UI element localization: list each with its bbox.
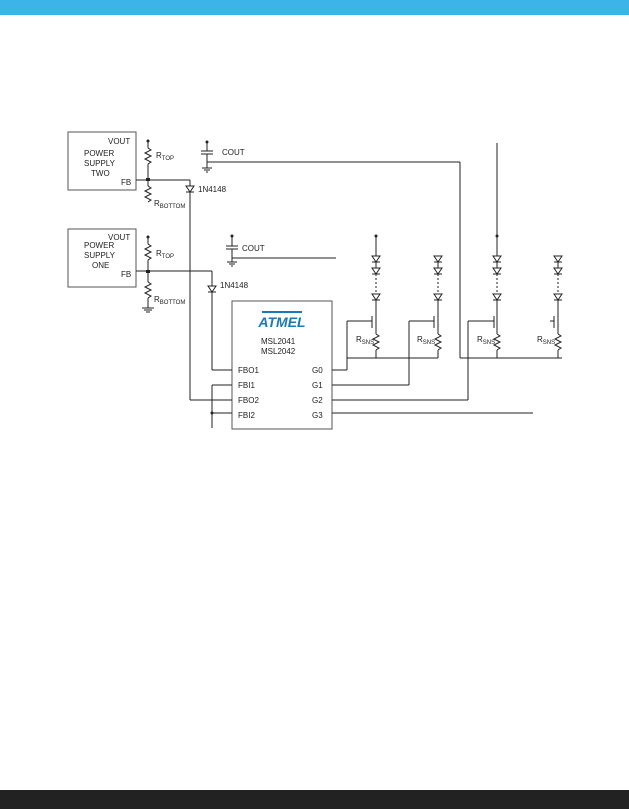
power-supply-two-box bbox=[67, 131, 137, 191]
supply-two-cap-label: COUT bbox=[222, 148, 245, 157]
supply-one-rtop-resistor bbox=[143, 243, 153, 261]
atmel-logo: ATMEL bbox=[257, 314, 305, 330]
ic-pin-fbi1: FBI1 bbox=[238, 381, 255, 390]
supply-one-rtop-label: RTOP bbox=[156, 249, 174, 260]
ic-pin-g1: G1 bbox=[312, 381, 323, 390]
supply-one-cap-label: COUT bbox=[242, 244, 265, 253]
supply-two-rbottom-resistor bbox=[143, 185, 153, 203]
bottom-color-bar bbox=[0, 790, 629, 809]
supply-one-diode-label: 1N4148 bbox=[220, 281, 249, 290]
supply-one-rbottom-resistor bbox=[143, 281, 153, 299]
top-color-bar bbox=[0, 0, 629, 15]
supply-two-name-line3: TWO bbox=[91, 169, 110, 178]
rsns-label-4: RSNS bbox=[537, 335, 555, 346]
ic-pin-fbi2: FBI2 bbox=[238, 411, 255, 420]
ic-part-number-2: MSL2042 bbox=[261, 347, 296, 356]
supply-two-rtop-resistor bbox=[143, 147, 153, 165]
rsns-label-3: RSNS bbox=[477, 335, 495, 346]
ic-part-number-1: MSL2041 bbox=[261, 337, 296, 346]
led-driver-ic: ATMEL MSL2041 MSL2042 FBO1 FBI1 FBO2 FBI… bbox=[231, 300, 333, 430]
ic-pin-g3: G3 bbox=[312, 411, 323, 420]
supply-two-vout-node bbox=[146, 139, 150, 143]
led-string-3: RSNS bbox=[477, 143, 502, 358]
led-string-4: RSNS bbox=[537, 255, 563, 358]
supply-two-rtop-label: RTOP bbox=[156, 151, 174, 162]
supply-one-fb-label: FB bbox=[121, 270, 131, 279]
supply-two-vout-label: VOUT bbox=[108, 137, 130, 146]
led-string-1: RSNS bbox=[356, 234, 381, 359]
supply-one-vout-label: VOUT bbox=[108, 233, 130, 242]
supply-one-name-line2: SUPPLY bbox=[84, 251, 116, 260]
power-supply-one-box bbox=[67, 228, 137, 288]
ic-pin-fbo1: FBO1 bbox=[238, 366, 259, 375]
rsns-label-2: RSNS bbox=[417, 335, 435, 346]
ic-pin-g2: G2 bbox=[312, 396, 323, 405]
supply-one-diode bbox=[207, 285, 217, 293]
supply-one-rbottom-label: RBOTTOM bbox=[154, 295, 185, 306]
ic-pin-g0: G0 bbox=[312, 366, 323, 375]
supply-two-fb-label: FB bbox=[121, 178, 131, 187]
supply-two-name-line1: POWER bbox=[84, 149, 114, 158]
supply-two-name-line2: SUPPLY bbox=[84, 159, 116, 168]
ic-pin-fbo2: FBO2 bbox=[238, 396, 259, 405]
supply-one-name-line3: ONE bbox=[92, 261, 109, 270]
supply-one-name-line1: POWER bbox=[84, 241, 114, 250]
ic-package bbox=[231, 300, 333, 430]
led-string-2: RSNS bbox=[417, 255, 443, 358]
supply-two-diode bbox=[185, 185, 195, 193]
power-supply-one: VOUT POWER SUPPLY ONE FB bbox=[67, 228, 137, 288]
supply-two-diode-label: 1N4148 bbox=[198, 185, 227, 194]
supply-two-rbottom-label: RBOTTOM bbox=[154, 199, 185, 210]
rsns-label-1: RSNS bbox=[356, 335, 374, 346]
power-supply-two: VOUT POWER SUPPLY TWO FB bbox=[67, 131, 137, 191]
